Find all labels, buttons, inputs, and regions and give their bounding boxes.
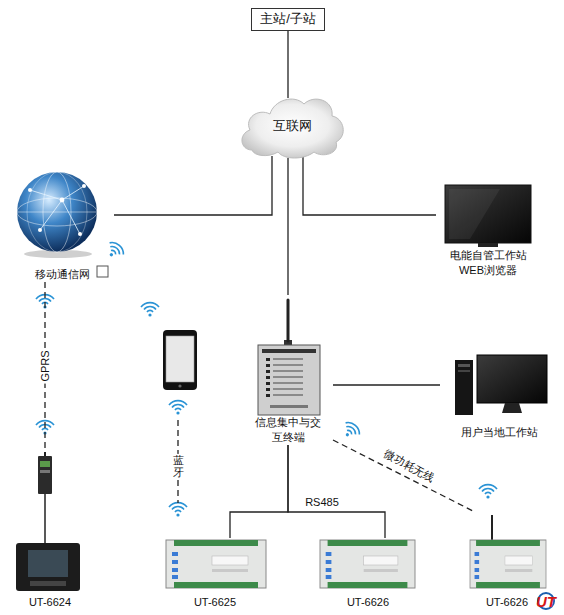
terminal-icon [266,364,270,367]
meter-icon [16,452,80,591]
node-label: 互联网 [273,118,312,135]
wired-link [303,156,436,215]
web-workstation: 电能自管工作站 WEB浏览器 [436,180,540,278]
terminal-icon [266,382,270,385]
caption: UT-6626 [486,595,528,609]
meter-icon [40,470,50,473]
wired-link [230,445,288,538]
meter-icon [30,581,66,586]
logo-text: UT [534,593,558,610]
wireless-symbol [103,239,126,261]
caption: 移动通信网 [35,267,90,281]
terminal-icon [273,364,303,366]
meter-icon [16,543,80,591]
module-icon [320,540,415,588]
caption: UT-6624 [29,595,71,609]
wireless-symbol [479,485,497,499]
globe-icon [30,186,84,234]
monitor-icon [445,185,531,243]
terminal-unit: 信息集中与交 互终端 [243,295,333,445]
caption: 用户当地工作站 [461,425,538,439]
computer-icon [455,355,547,415]
wired-link [287,31,288,98]
meter-device: UT-6624 [8,448,92,610]
terminal-icon [258,345,320,415]
link-label: GPRS [39,348,51,383]
wired-link [333,384,440,385]
cloud-outline [242,99,343,158]
wireless-symbol [339,419,362,441]
wireless-symbol [169,503,187,517]
globe-icon [17,172,97,258]
internet-cloud: 互联网 [238,92,346,160]
terminal-icon [266,388,270,391]
wired-link [287,158,288,295]
link-label: 蓝牙 [171,454,186,478]
station-box: 主站/子站 [251,8,325,31]
terminal-icon [266,394,270,397]
monitor-icon [449,189,500,239]
wireless-symbol [141,303,159,317]
local-workstation: 用户当地工作站 [440,352,558,440]
terminal-icon [273,358,303,360]
io-module: UT-6625 [160,538,270,610]
meter-icon [44,494,46,544]
terminal-icon [266,376,270,379]
computer-icon [477,355,547,403]
globe-icon [28,188,32,192]
computer-icon [455,360,473,415]
caption: UT-6626 [347,595,389,609]
globe-icon [17,212,97,213]
globe-icon [17,198,97,226]
meter-icon [38,456,52,494]
phone-icon [163,330,197,390]
globe-icon [60,198,65,203]
caption: 电能自管工作站 WEB浏览器 [445,248,531,277]
terminal-icon [270,405,308,408]
terminal-icon [266,370,270,373]
terminal-icon [262,349,316,353]
meter-icon [40,461,50,467]
link-label: RS485 [303,496,341,508]
phone-icon [178,384,181,387]
terminal-icon [273,388,303,390]
terminal-icon [273,376,303,378]
mobile-network: 移动通信网 [10,170,114,282]
globe-icon [38,228,42,232]
io-module: UT-6626 [316,538,420,610]
globe-icon [82,184,86,188]
antenna [491,515,493,541]
computer-icon [458,370,470,372]
small-icon [97,266,108,277]
terminal-icon [266,358,270,361]
node-label: 主站/子站 [260,11,316,28]
module-icon [166,540,266,588]
computer-icon [458,364,470,367]
wireless-link [333,440,475,512]
terminal-icon [287,300,290,341]
monitor-icon [478,243,498,247]
computer-icon [502,403,522,413]
caption: 信息集中与交 互终端 [253,415,323,444]
globe-icon [17,172,97,252]
wired-link [114,156,272,215]
monitor-icon [445,185,531,247]
terminal-icon [273,382,303,384]
globe-icon [78,232,82,236]
link-label: 微功耗无线 [379,446,438,487]
terminal-icon [258,300,320,415]
wireless-symbol [169,401,187,415]
terminal-icon [273,394,303,396]
module-icon [470,540,546,588]
phone-icon [163,330,197,390]
caption: UT-6625 [194,595,236,609]
terminal-icon [273,370,303,372]
meter-icon [28,550,68,577]
phone-icon [166,336,194,382]
